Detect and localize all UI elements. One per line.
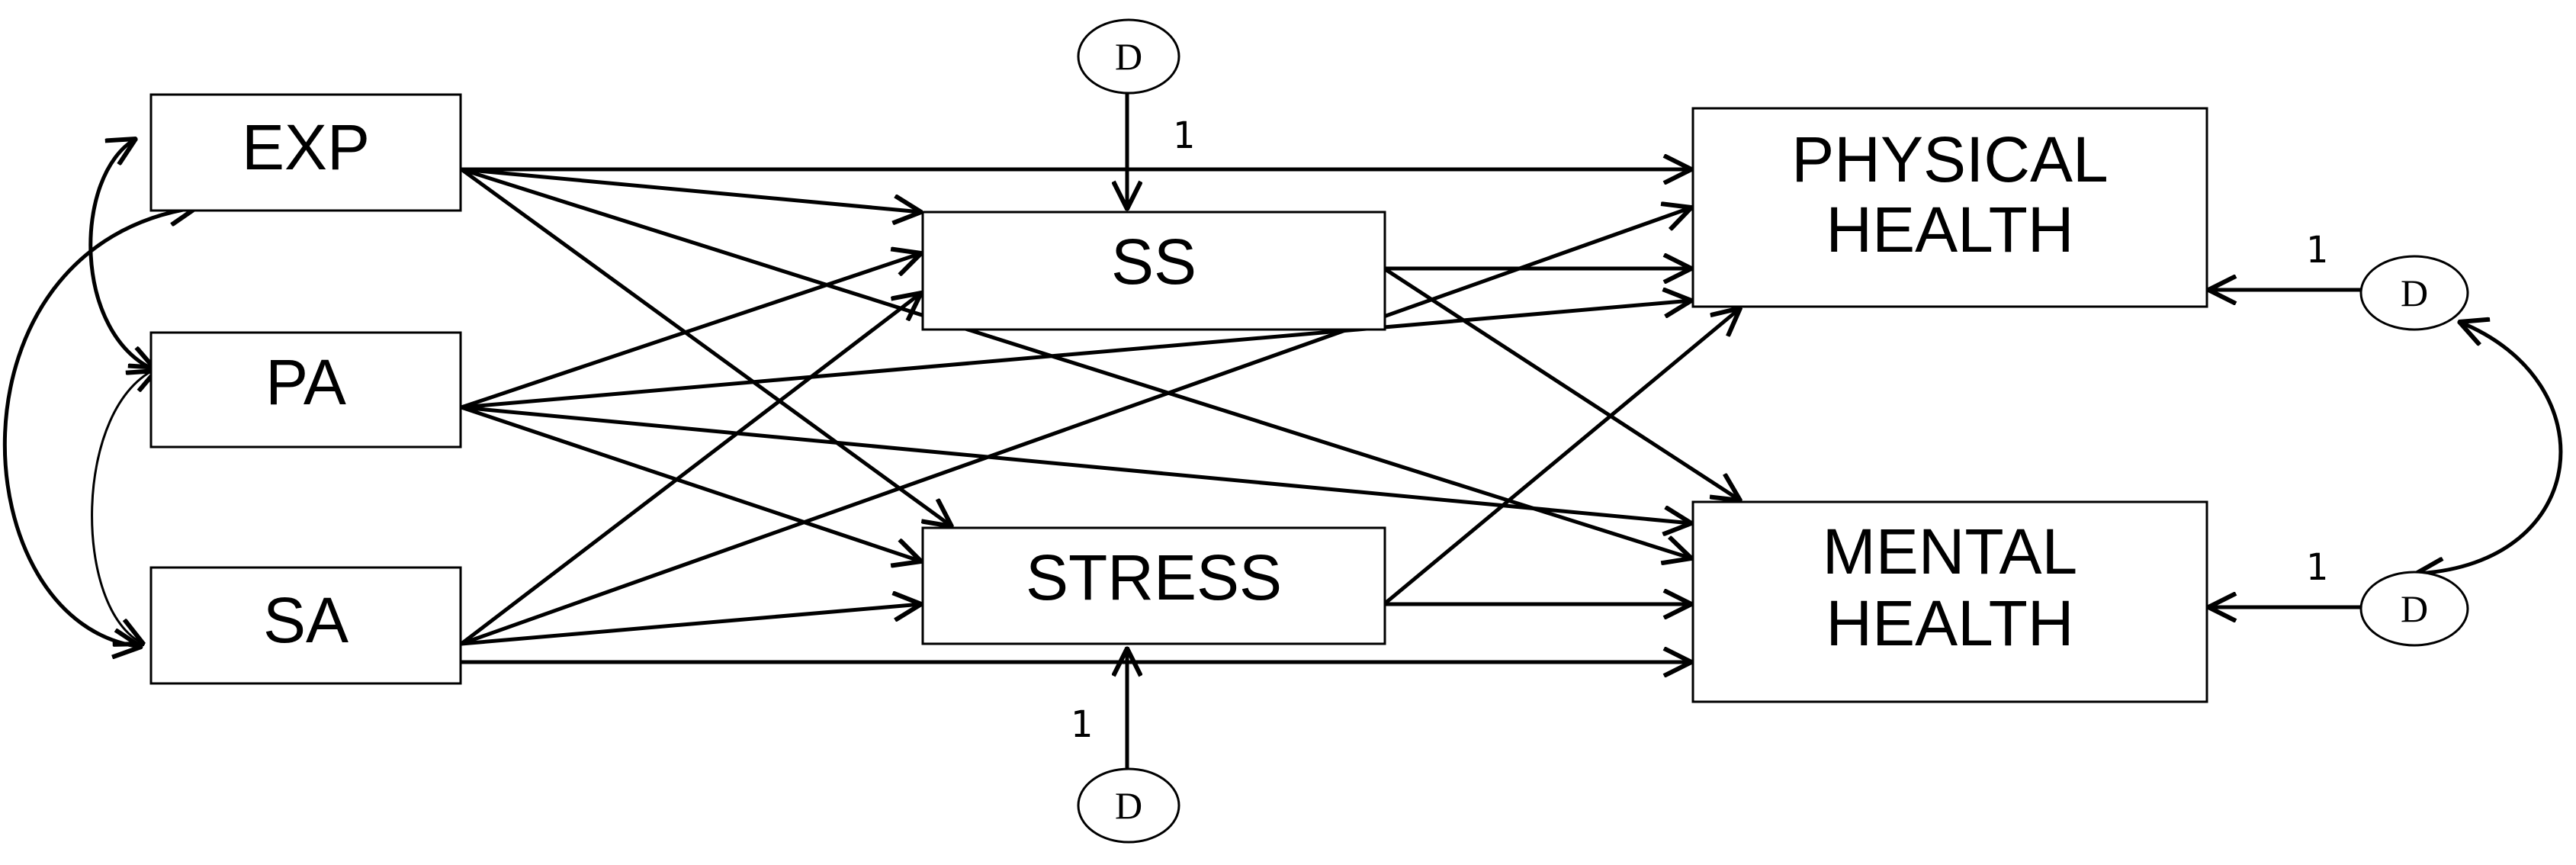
covariance-curves [2,139,2563,647]
path-sa-ss [459,293,921,646]
disturbance-ss: D [1077,18,1180,95]
node-exp: EXP [149,93,462,212]
path-sa-stress [459,604,921,646]
covariance-pa-sa [91,368,159,644]
covariance-exp-pa [88,139,156,371]
path-pa-physical [459,301,1691,410]
node-physical-health: PHYSICAL HEALTH [1691,107,2208,308]
node-ss: SS [921,211,1386,331]
node-ss-label: SS [1111,226,1196,297]
disturbance-physical-health: D [2359,255,2469,331]
disturbance-physical-label: D [2401,272,2428,314]
disturbance-stress-label: D [1115,784,1142,827]
node-stress: STRESS [921,526,1386,645]
path-exp-mental [459,167,1691,558]
node-sa: SA [149,566,462,685]
path-exp-stress [459,167,952,526]
path-ss-mental [1382,266,1740,500]
node-exp-label: EXP [242,111,370,183]
node-mental-health: MENTAL HEALTH [1691,500,2208,703]
path-pa-ss [459,253,921,410]
node-mental-health-line2: HEALTH [1826,587,2073,659]
node-stress-label: STRESS [1026,542,1282,613]
covariance-exp-sa [2,207,197,647]
disturbance-mental-label: D [2401,587,2428,630]
node-physical-health-line2: HEALTH [1826,194,2073,265]
weight-ss: 1 [1173,114,1195,157]
disturbance-stress: D [1077,767,1180,844]
disturbance-ss-label: D [1115,35,1142,78]
weight-physical-health: 1 [2306,229,2328,272]
path-pa-stress [459,405,921,561]
disturbance-mental-health: D [2359,571,2469,647]
path-stress-physical [1382,308,1740,606]
node-physical-health-line1: PHYSICAL [1791,124,2109,195]
path-pa-mental [459,405,1691,523]
node-pa-label: PA [265,346,346,418]
covariance-disturbances-health [2416,322,2563,574]
weight-stress: 1 [1071,703,1093,746]
regression-paths [459,91,2363,770]
path-exp-ss [459,167,921,212]
path-sa-physical [459,207,1691,646]
node-sa-label: SA [263,584,348,656]
weight-mental-health: 1 [2306,546,2328,589]
node-pa: PA [149,331,462,449]
node-mental-health-line1: MENTAL [1823,516,2077,587]
